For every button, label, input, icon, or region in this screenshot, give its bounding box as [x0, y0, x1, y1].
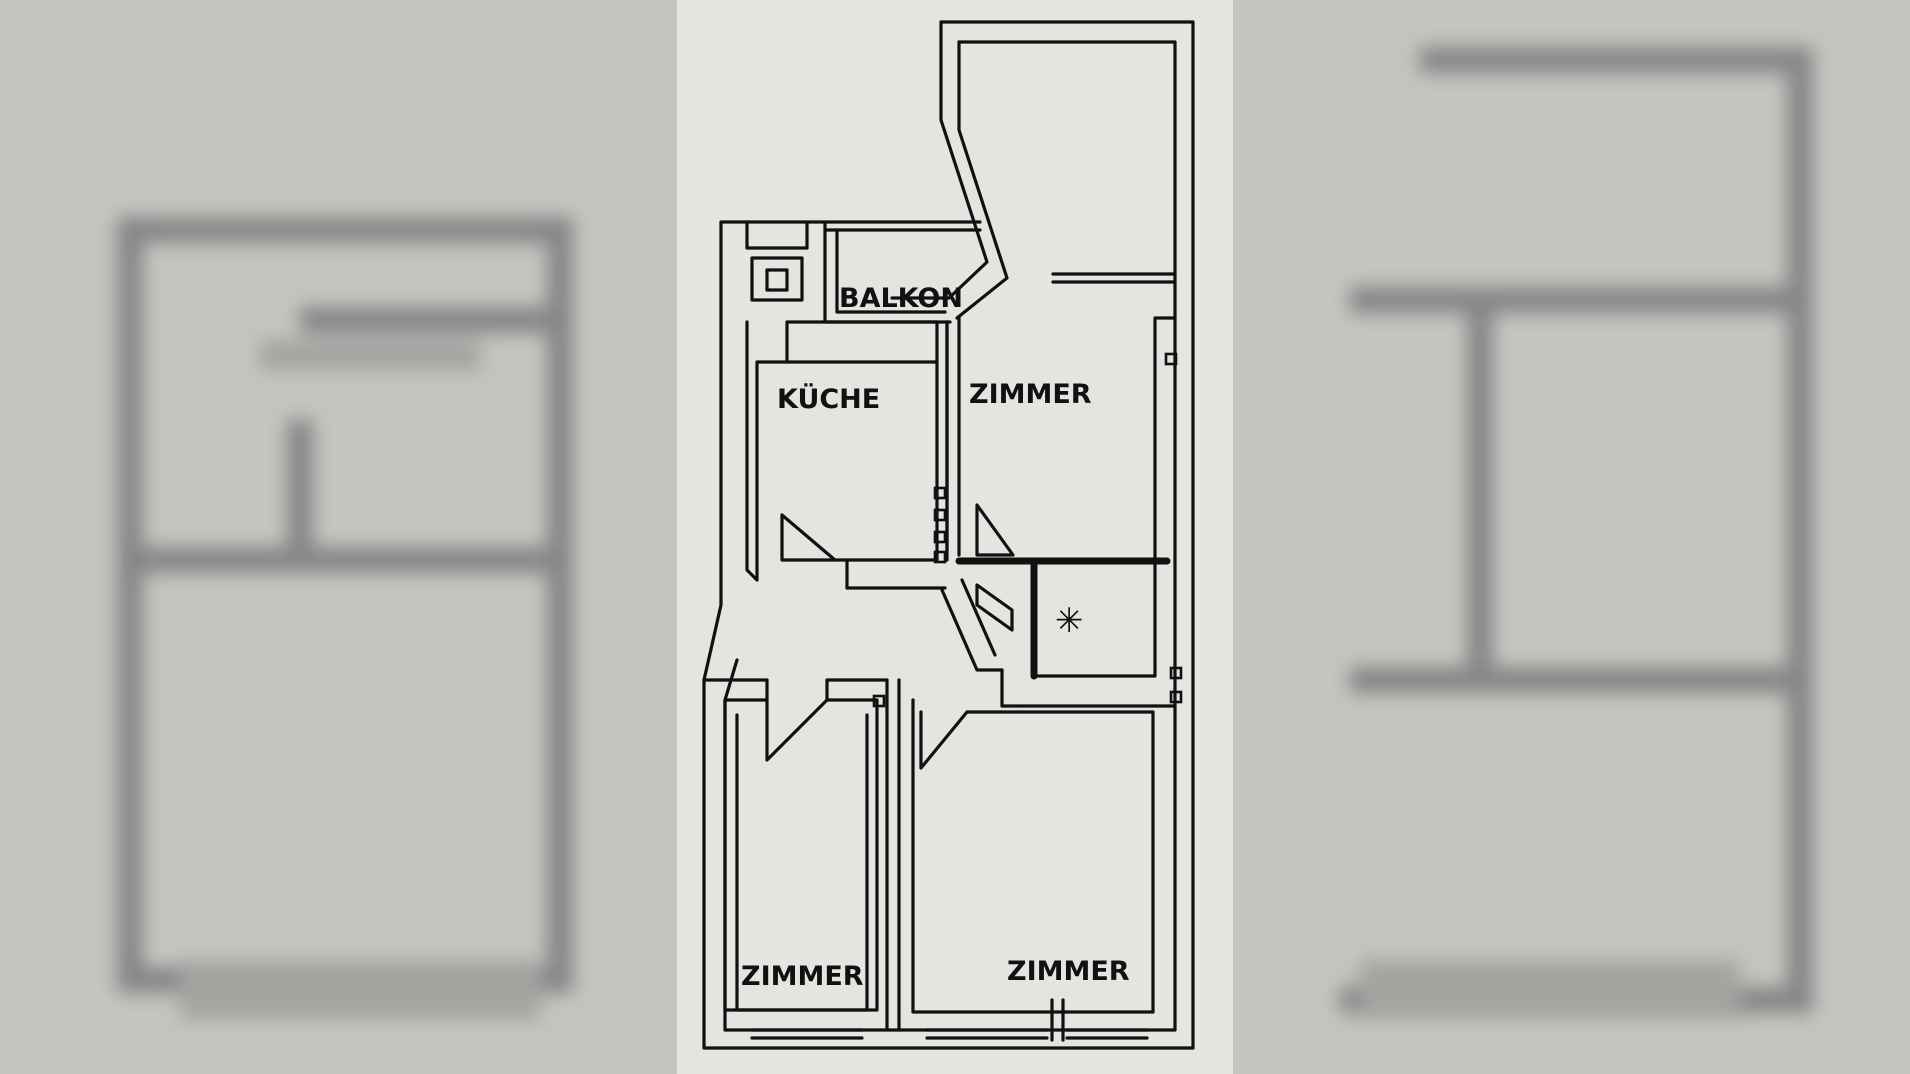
vent-square	[933, 508, 947, 522]
vent-square	[933, 486, 947, 500]
window-bottom-right	[925, 1028, 1149, 1040]
bay-divider	[1051, 272, 1177, 284]
corridor-diagonal	[940, 578, 1004, 672]
outer-wall	[702, 20, 1195, 1050]
lower-left-door	[765, 698, 829, 762]
storage-mark: ✳	[1055, 601, 1084, 641]
top-room-wall	[945, 316, 961, 557]
room-label-kueche: KÜCHE	[777, 382, 880, 415]
vent-square	[933, 550, 947, 564]
window-mullion	[1050, 998, 1065, 1042]
vent-square	[1164, 352, 1178, 366]
top-room-east	[1153, 316, 1177, 672]
top-room-door	[975, 503, 1015, 557]
room-label-zimmer-top: ZIMMER	[969, 379, 1092, 410]
room-label-zimmer-bottom-left: ZIMMER	[741, 961, 864, 992]
vent-square	[872, 694, 886, 708]
room-label-zimmer-bottom-right: ZIMMER	[1007, 956, 1130, 987]
storage-door	[975, 583, 1014, 632]
storage-wall-thick	[955, 557, 1171, 680]
chimney	[745, 220, 809, 302]
kitchen-door-swing	[780, 513, 849, 562]
vent-square	[1169, 666, 1183, 680]
lower-left-wall-b	[735, 713, 869, 1012]
bay-wall	[890, 20, 989, 300]
vent-square	[1169, 690, 1183, 704]
balcony-railing	[823, 220, 982, 232]
lower-right-room	[897, 678, 1155, 1032]
vent-square	[933, 530, 947, 544]
kitchen-wall	[745, 320, 939, 582]
lower-right-door	[919, 710, 1025, 770]
floor-plan-paper	[677, 0, 1233, 1074]
outer-wall-inner	[723, 40, 1177, 1032]
floor-plan: BALKON KÜCHE ZIMMER ✳ ZIMMER ZIMMER	[702, 20, 1195, 1050]
window-bottom-left	[750, 1028, 864, 1040]
room-label-balkon: BALKON	[839, 283, 963, 314]
storage-wall	[1032, 668, 1157, 678]
bay-wall-inner	[955, 40, 1009, 320]
hall-wall-top	[702, 668, 1177, 708]
